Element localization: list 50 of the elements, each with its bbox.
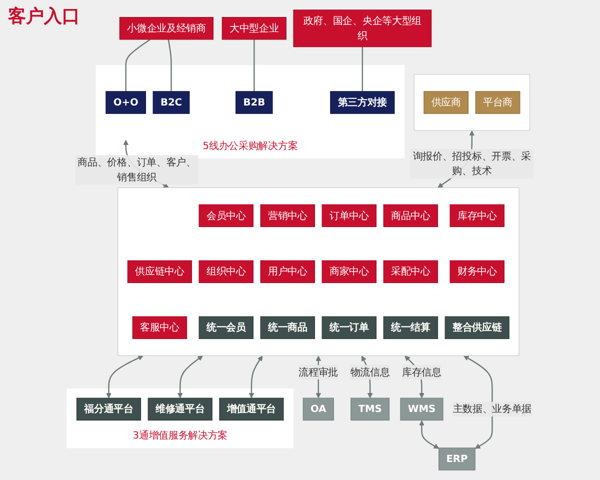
connector xyxy=(125,38,150,92)
node-box: 商品中心 xyxy=(383,204,438,228)
node-box: 供应链中心 xyxy=(127,260,192,284)
arrow xyxy=(248,356,262,398)
node-box: B2B xyxy=(235,91,273,114)
node-box: 统一会员 xyxy=(198,316,254,340)
cluster xyxy=(414,74,530,131)
node-box: 小微企业及经销商 xyxy=(119,17,214,40)
node-box: 采配中心 xyxy=(383,260,438,284)
node-box: 财务中心 xyxy=(450,260,504,284)
node-box: ERP xyxy=(438,448,476,470)
node-box: 整合供应链 xyxy=(444,316,510,340)
arrow xyxy=(106,355,144,398)
node-box: 福分通平台 xyxy=(76,398,141,421)
node-box: OA xyxy=(302,398,334,421)
node-box: 统一结算 xyxy=(383,316,438,340)
node-box: 用户中心 xyxy=(260,260,315,284)
node-box: 组织中心 xyxy=(198,260,254,284)
node-box: 政府、国企、央企等大型组织 xyxy=(293,10,432,48)
node-box: TMS xyxy=(350,398,390,421)
node-box: 平台商 xyxy=(475,91,520,114)
connector xyxy=(362,46,363,92)
node-box: 库存中心 xyxy=(450,204,504,228)
connector xyxy=(168,39,172,92)
connector xyxy=(253,39,255,92)
edge-label: 商品、价格、订单、客户、销售组织 xyxy=(78,156,196,183)
node-box: 供应商 xyxy=(423,91,468,114)
edge-label: 库存信息 xyxy=(402,366,442,378)
node-box: 商家中心 xyxy=(322,260,376,284)
node-box: 客服中心 xyxy=(132,316,187,340)
node-box: O+O xyxy=(105,91,146,114)
node-box: 会员中心 xyxy=(198,204,254,228)
node-box: 统一商品 xyxy=(260,316,315,340)
node-box: 订单中心 xyxy=(322,204,376,228)
edge-label: 询报价、招投标、开票、采购、技术 xyxy=(412,150,531,177)
arrow xyxy=(177,356,203,398)
cluster xyxy=(117,187,520,356)
node-box: WMS xyxy=(400,398,444,421)
edge-label: 物流信息 xyxy=(350,366,390,378)
node-box: 大中型企业 xyxy=(222,17,286,40)
edge-label: 主数据、业务单据 xyxy=(452,403,532,415)
edge-label: 流程审批 xyxy=(298,366,338,378)
node-box: 营销中心 xyxy=(260,204,315,228)
section-heading: 客户入口 xyxy=(8,5,80,28)
node-box: B2C xyxy=(152,91,190,114)
arrow xyxy=(418,420,439,449)
node-box: 统一订单 xyxy=(322,316,376,340)
node-box: 维修通平台 xyxy=(148,398,212,421)
node-box: 增值通平台 xyxy=(218,398,284,421)
node-box: 第三方对接 xyxy=(330,91,395,114)
